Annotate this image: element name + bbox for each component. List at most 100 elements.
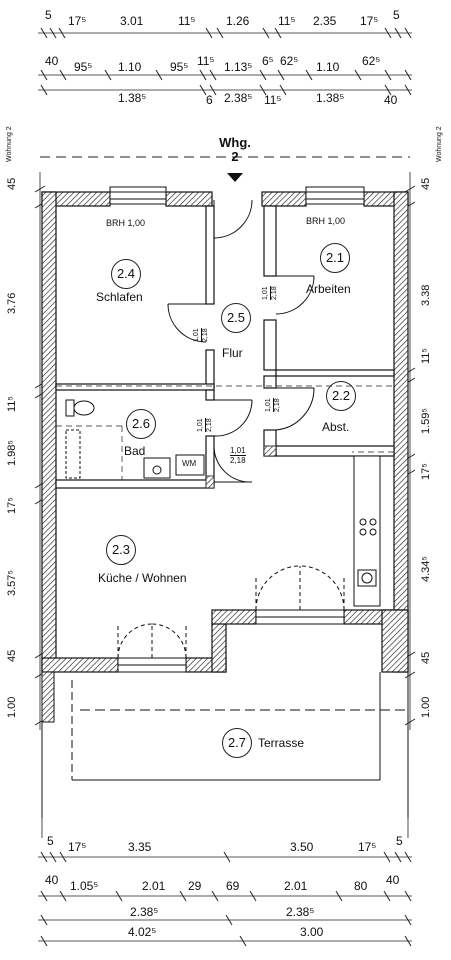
dim-top-1-0: 5	[45, 8, 52, 22]
door-size-w: 1,01	[230, 446, 246, 456]
dim-right-2: 11⁵	[420, 348, 432, 364]
room-name-kueche: Küche / Wohnen	[98, 571, 187, 585]
dim-bottom-3-1: 2.38⁵	[286, 905, 315, 919]
entrance-arrow-icon	[227, 173, 243, 182]
room-number-2-1: 2.1	[320, 243, 350, 273]
dim-bottom-2-2: 2.01	[142, 879, 166, 893]
dim-left-0: 45	[6, 177, 18, 190]
dim-top-1-3: 11⁵	[178, 14, 196, 28]
dim-right-4: 17⁵	[420, 463, 432, 480]
dim-top-1-7: 17⁵	[360, 14, 379, 28]
dim-bottom-4-0: 4.02⁵	[128, 925, 157, 939]
dim-bottom-1-0: 5	[47, 834, 54, 848]
door-size-arbeiten: 1,01 2,18	[262, 286, 279, 300]
dim-top-1-6: 2.35	[313, 14, 337, 28]
dim-top-1-5: 11⁵	[278, 14, 296, 28]
terrace-doors	[117, 565, 345, 673]
door-size-h: 2,18	[274, 398, 281, 412]
dim-top-2b-3: 11⁵	[264, 93, 282, 107]
dim-bottom-2-6: 80	[354, 879, 368, 893]
dim-top-2a-0: 40	[45, 54, 59, 68]
dim-top-2b-1: 6	[206, 93, 213, 107]
dim-bottom-2-4: 69	[226, 879, 240, 893]
apartment-number: 2	[231, 149, 239, 164]
door-size-h: 2,18	[202, 328, 209, 342]
dim-top-2a-9: 62⁵	[362, 54, 381, 68]
dim-bottom-2-1: 1.05⁵	[70, 879, 99, 893]
window-label-left: BRH 1,00	[106, 218, 146, 228]
door-size-h: 2,18	[271, 286, 278, 300]
dim-right-0: 45	[420, 177, 432, 190]
dim-top-2a-6: 6⁵	[262, 54, 274, 68]
dim-bottom-2-0: 40	[45, 873, 59, 887]
room-name-schlafen: Schlafen	[96, 290, 143, 304]
dim-left-5: 3.57⁵	[6, 570, 18, 596]
dim-right-1: 3.38	[420, 284, 432, 306]
bath-fixtures	[65, 399, 205, 479]
dim-top-2a-2: 1.10	[118, 60, 142, 74]
dim-top-1-2: 3.01	[120, 14, 144, 28]
wall-hatch-accents	[205, 445, 277, 489]
window-label-right: BRH 1,00	[306, 216, 346, 226]
wm-label: WM	[182, 459, 197, 468]
door-size-w: 1,01	[197, 418, 206, 432]
room-number-2-2: 2.2	[326, 381, 356, 411]
top-windows	[109, 186, 365, 205]
room-name-arbeiten: Arbeiten	[306, 282, 351, 296]
room-name-flur: Flur	[222, 346, 243, 360]
door-swings	[167, 199, 315, 483]
room-name-abst: Abst.	[322, 420, 350, 434]
door-size-kitchen: 1,01 2,18	[230, 446, 246, 465]
dim-right-6: 45	[420, 651, 432, 664]
dim-right-5: 4.34⁵	[420, 556, 432, 582]
dim-bottom-1-4: 17⁵	[358, 840, 377, 854]
door-size-h: 2,18	[206, 418, 213, 432]
dim-top-2b-4: 1.38⁵	[316, 91, 345, 105]
dim-top-2a-3: 95⁵	[170, 60, 189, 74]
dim-left-1: 3.76	[6, 292, 18, 314]
dim-top-2b-2: 2.38⁵	[224, 91, 253, 105]
apartment-heading: Whg. 2	[212, 136, 258, 164]
dim-bottom-2-5: 2.01	[284, 879, 308, 893]
exterior-walls	[41, 191, 409, 673]
door-size-w: 1,01	[262, 286, 271, 300]
dim-top-1-4: 1.26	[226, 14, 250, 28]
dim-left-3: 1.98⁵	[6, 440, 18, 466]
dim-left-7: 1.00	[6, 696, 18, 718]
door-size-w: 1,01	[265, 398, 274, 412]
dim-bottom-1-2: 3.35	[128, 840, 152, 854]
dim-bottom-2-3: 29	[188, 879, 202, 893]
dim-bottom-1-1: 17⁵	[68, 840, 87, 854]
room-number-2-6: 2.6	[126, 409, 156, 439]
door-size-abst: 1,01 2,18	[265, 398, 282, 412]
room-number-2-3: 2.3	[106, 535, 136, 565]
dim-top-2a-4: 11⁵	[197, 54, 215, 68]
dim-right-3: 1.59⁵	[420, 408, 432, 434]
kitchen-counter	[353, 455, 381, 607]
dim-bottom-1-3: 3.50	[290, 840, 314, 854]
terrace-outline	[41, 671, 410, 818]
dim-bottom-2-7: 40	[386, 873, 400, 887]
door-size-bad: 1,01 2,18	[197, 418, 214, 432]
dim-right-7: 1.00	[420, 696, 432, 718]
dim-left-6: 45	[6, 649, 18, 662]
dim-left-2: 11⁵	[6, 396, 18, 412]
door-size-w: 1,01	[193, 328, 202, 342]
side-label-left: Wohnung 2	[6, 126, 13, 162]
dim-bottom-3-0: 2.38⁵	[130, 905, 159, 919]
dim-bottom-1-5: 5	[396, 834, 403, 848]
bottom-dimension-chains	[38, 851, 412, 947]
dim-top-2a-7: 62⁵	[280, 54, 299, 68]
dim-top-2a-8: 1.10	[316, 60, 340, 74]
dim-top-1-1: 17⁵	[68, 14, 87, 28]
room-number-2-4: 2.4	[111, 259, 141, 289]
dim-top-1-8: 5	[393, 8, 400, 22]
room-name-bad: Bad	[124, 444, 146, 458]
dim-top-2a-5: 1.13⁵	[224, 60, 253, 74]
top-dimension-chains	[38, 27, 412, 96]
door-size-h: 2,18	[230, 456, 246, 465]
door-size-schlafen: 1,01 2,18	[193, 328, 210, 342]
dim-top-2b-0: 1.38⁵	[118, 91, 147, 105]
dim-top-2a-1: 95⁵	[74, 60, 93, 74]
